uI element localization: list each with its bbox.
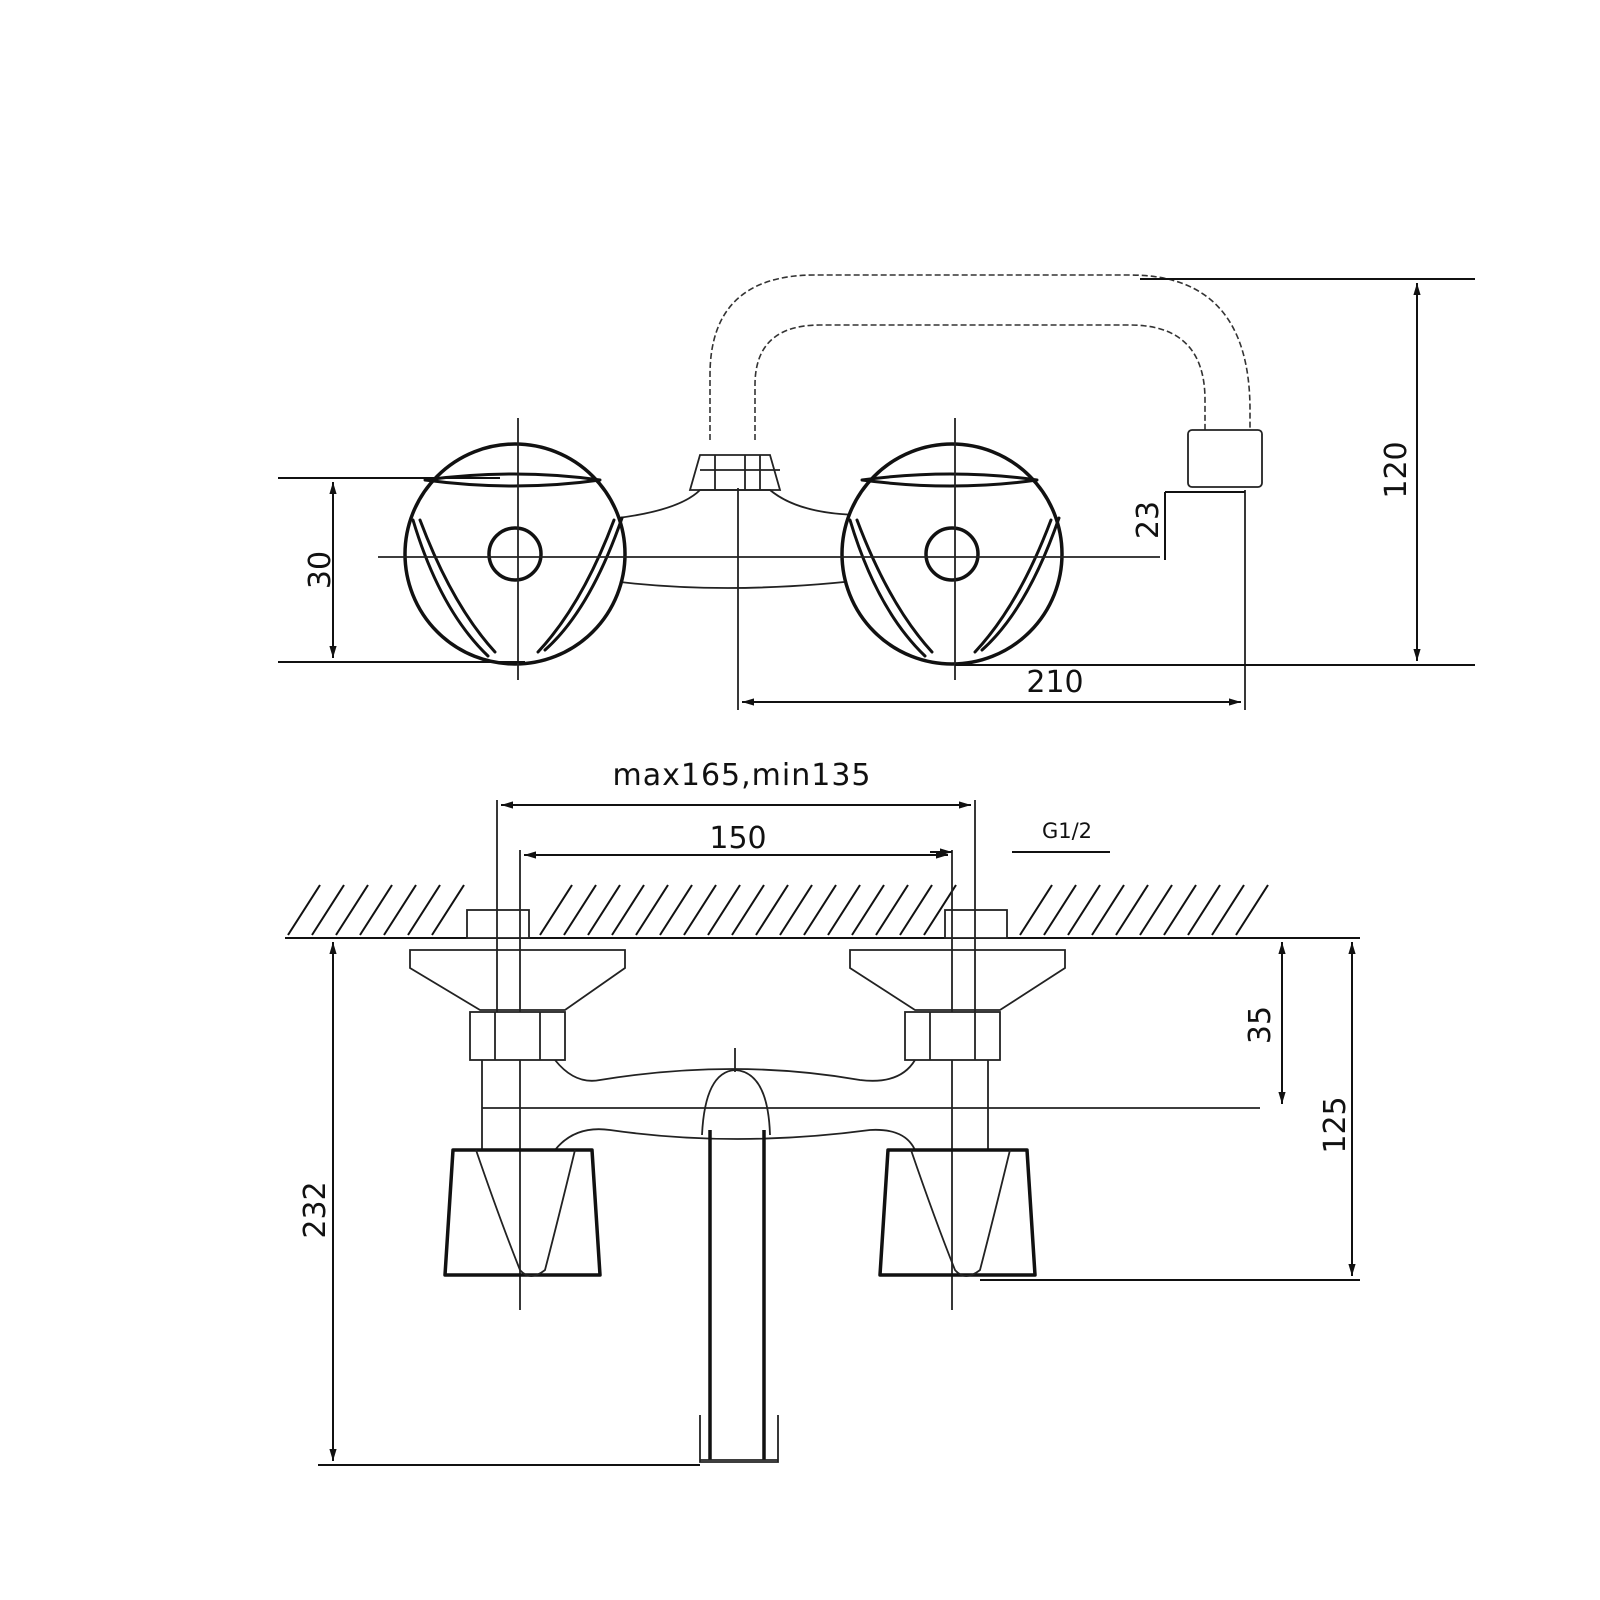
wall-connector-right <box>849 800 1066 1310</box>
mixer-body-front-view <box>481 1059 1260 1151</box>
center-lines-top-view <box>378 418 1246 710</box>
hatch-line <box>875 884 909 936</box>
dimension-label-120: 120 <box>1379 441 1414 498</box>
dimension-label-232: 232 <box>298 1181 333 1238</box>
thread-label: G1/2 <box>1042 819 1092 843</box>
top-view: 30 23 120 210 <box>278 274 1475 710</box>
left-handle-front-view <box>443 1148 602 1277</box>
hatch-line <box>587 884 621 936</box>
hatch-line <box>563 884 597 936</box>
hatch-line <box>1211 884 1245 936</box>
hatch-line <box>1115 884 1149 936</box>
right-handle-front-view <box>878 1148 1037 1277</box>
hatch-line <box>311 884 345 936</box>
hatch-line <box>731 884 765 936</box>
hatch-line <box>707 884 741 936</box>
hatch-line <box>1091 884 1125 936</box>
dimension-label-210: 210 <box>1026 665 1083 700</box>
dimension-label-150: 150 <box>709 821 766 856</box>
hatch-line <box>1187 884 1221 936</box>
hatch-line <box>899 884 933 936</box>
hatch-line <box>1235 884 1269 936</box>
hatch-line <box>923 884 957 936</box>
hatch-line <box>635 884 669 936</box>
right-handle-top-view <box>840 442 1064 666</box>
hatch-line <box>827 884 861 936</box>
hatch-line <box>407 884 441 936</box>
wall-hatching <box>285 884 1269 939</box>
hatch-line <box>1043 884 1077 936</box>
hatch-line <box>659 884 693 936</box>
hatch-line <box>359 884 393 936</box>
hatch-line <box>383 884 417 936</box>
mixer-body-top-view <box>589 489 881 589</box>
dimension-label-125: 125 <box>1318 1096 1353 1153</box>
dimension-label-23: 23 <box>1131 501 1166 539</box>
spout-front-view <box>699 1048 779 1463</box>
hatch-line <box>335 884 369 936</box>
dimension-label-35: 35 <box>1243 1006 1278 1044</box>
hatch-line <box>431 884 465 936</box>
hatch-line <box>755 884 789 936</box>
hatch-line <box>803 884 837 936</box>
dimension-label-spacing-range: max165,min135 <box>613 758 872 793</box>
front-view: max165,min135 150 G1/2 35 125 232 <box>285 758 1360 1466</box>
hatch-line <box>779 884 813 936</box>
wall-connector-left <box>409 800 626 1310</box>
hatch-line <box>611 884 645 936</box>
dimension-label-30: 30 <box>303 551 338 589</box>
hatch-line <box>1139 884 1173 936</box>
hatch-line <box>287 884 321 936</box>
hatch-line <box>1019 884 1053 936</box>
hatch-line <box>539 884 573 936</box>
hatch-line <box>683 884 717 936</box>
left-handle-top-view <box>403 442 627 666</box>
hatch-line <box>851 884 885 936</box>
hatch-line <box>1067 884 1101 936</box>
hatch-line <box>1163 884 1197 936</box>
